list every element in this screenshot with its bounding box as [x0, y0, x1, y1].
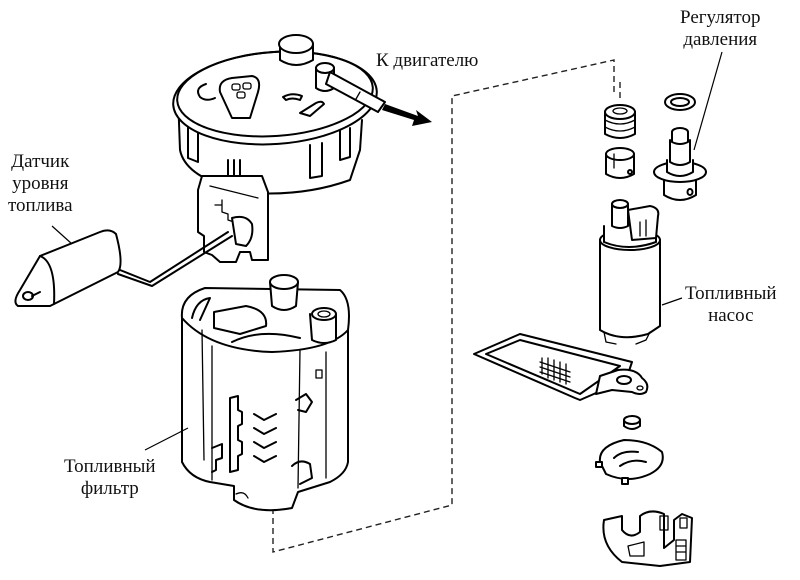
washer: [623, 415, 641, 430]
fuel-level-sensor: [14, 229, 233, 307]
pressure-regulator-leader: [693, 51, 723, 151]
strainer-mesh: [539, 357, 571, 385]
label-fuel-level-sensor-line-1: Датчик: [11, 151, 70, 172]
grommet: [604, 104, 636, 139]
fuel-filter-leader: [144, 427, 189, 451]
label-fuel-pump-line-1: Топливный: [685, 283, 777, 304]
fuel-filter: [180, 274, 350, 512]
label-fuel-filter-line-2: фильтр: [80, 478, 139, 499]
label-fuel-level-sensor-line-2: уровня: [12, 173, 69, 194]
suction-filter: [473, 333, 649, 401]
cushion: [605, 147, 635, 179]
label-fuel-filter: Топливный фильтр: [64, 456, 156, 500]
regulator-seal: [664, 93, 696, 111]
fuel-pump-leader: [661, 297, 683, 306]
label-to-engine-text: К двигателю: [376, 50, 479, 71]
label-pressure-regulator-line-1: Регулятор: [680, 7, 761, 28]
pump-module-cover: [172, 34, 386, 195]
label-to-engine: К двигателю: [376, 50, 478, 72]
label-fuel-filter-line-1: Топливный: [64, 456, 156, 477]
label-pressure-regulator-line-2: давления: [683, 29, 758, 50]
label-fuel-level-sensor: Датчик уровня топлива: [8, 151, 73, 217]
label-fuel-level-sensor-line-3: топлива: [8, 195, 73, 216]
label-pressure-regulator: Регулятор давления: [680, 7, 760, 51]
assembly-guide-line: [272, 59, 615, 553]
pump-bracket: [602, 510, 693, 567]
fuel-pump: [599, 199, 661, 345]
to-engine-arrow: [382, 104, 432, 126]
label-fuel-pump: Топливный насос: [685, 283, 777, 327]
retainer: [595, 439, 664, 485]
pressure-regulator: [653, 127, 707, 201]
sender-body: [197, 159, 269, 263]
label-fuel-pump-line-2: насос: [708, 305, 754, 326]
